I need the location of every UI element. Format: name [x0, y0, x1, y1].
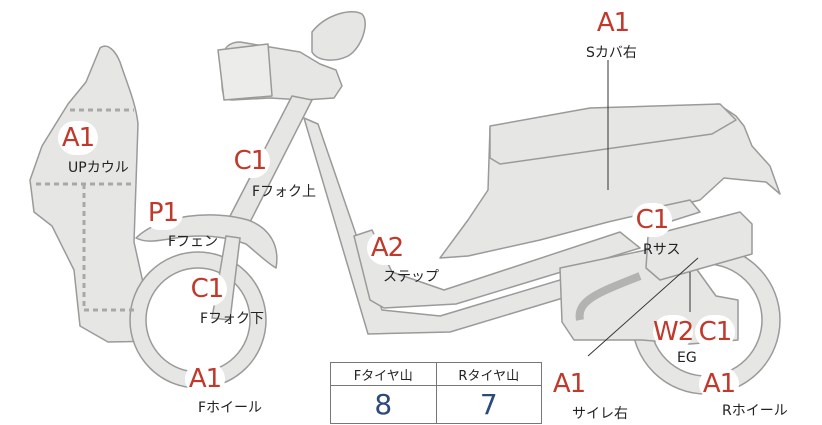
front-tire-tread-header: Fタイヤ山: [330, 362, 437, 386]
part-grade-badge: C1: [230, 144, 270, 178]
part-grade-badge: A2: [367, 231, 407, 265]
part-label: サイレ右: [572, 406, 628, 422]
rear-tire-tread-header: Rタイヤ山: [435, 362, 542, 386]
part-grade-badge: A1: [185, 362, 225, 396]
mirror: [311, 11, 366, 61]
part-label: UPカウル: [68, 160, 129, 176]
rear-shock: [645, 211, 753, 281]
part-label: Fフェン: [168, 234, 219, 250]
tire-tread-table: Fタイヤ山 Rタイヤ山 8 7: [330, 362, 542, 424]
part-label: Sカバ右: [586, 45, 637, 61]
part-grade-badge: C1: [187, 272, 227, 306]
part-grade-badge: A1: [699, 367, 739, 401]
part-label: EG: [677, 350, 697, 366]
exhaust-pipe: [575, 272, 642, 321]
part-label: Fフォク下: [200, 311, 265, 327]
part-grade-badge: W2: [653, 315, 694, 349]
part-label: Rホイール: [722, 403, 788, 419]
front-tire-tread-value: 8: [330, 385, 437, 424]
front-cowl: [29, 45, 229, 343]
part-grade-badge: C1: [695, 315, 735, 349]
part-grade-badge: A1: [549, 367, 589, 401]
part-label: Fフォク上: [252, 184, 317, 200]
part-grade-badge: A1: [58, 121, 98, 155]
headlight: [217, 43, 273, 101]
part-label: ステップ: [383, 269, 439, 285]
seat: [489, 103, 737, 165]
rear-tire-tread-value: 7: [435, 385, 542, 424]
part-grade-badge: P1: [143, 196, 183, 230]
part-grade-badge: A1: [593, 6, 633, 40]
part-label: Fホイール: [198, 400, 263, 416]
part-grade-badge: C1: [632, 203, 672, 237]
part-label: Rサス: [643, 242, 681, 258]
